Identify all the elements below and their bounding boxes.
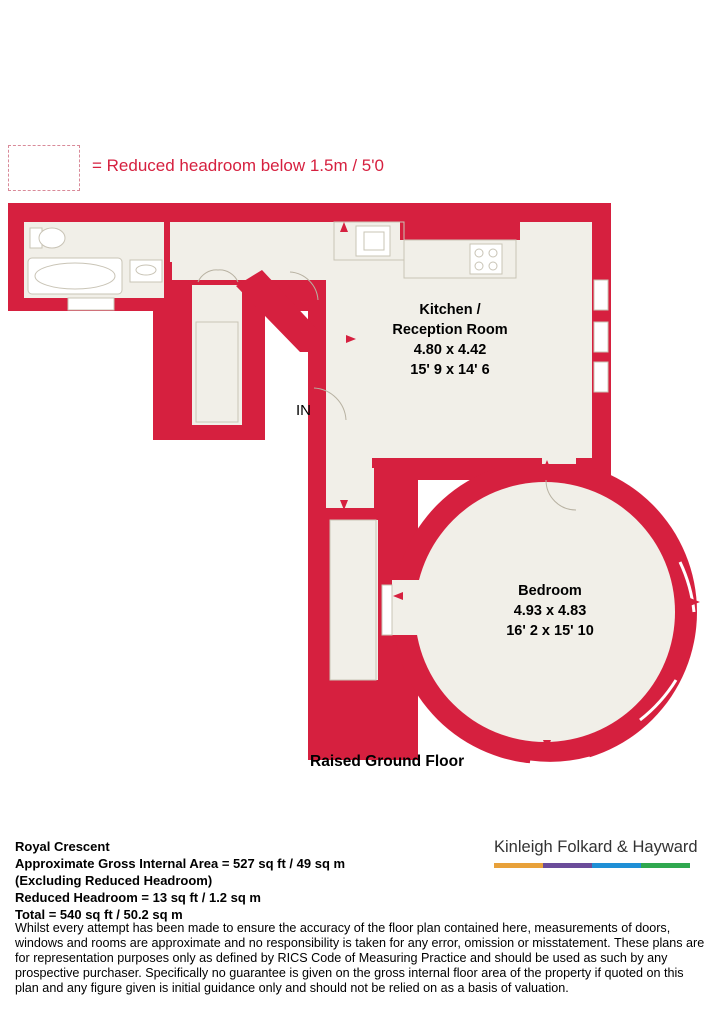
toilet-bowl-icon <box>38 227 66 249</box>
property-name: Royal Crescent <box>15 839 110 854</box>
brand-stripe <box>494 863 543 868</box>
room-name: Bedroom <box>518 583 582 599</box>
room-name: Reception Room <box>392 322 508 338</box>
brand-stripe <box>641 863 690 868</box>
excluding-note: (Excluding Reduced Headroom) <box>15 873 213 888</box>
hallway-floor <box>170 222 330 280</box>
brand-stripe <box>592 863 641 868</box>
hob-icon <box>469 243 503 275</box>
gross-area: Approximate Gross Internal Area = 527 sq… <box>15 856 346 871</box>
partitions <box>164 222 596 468</box>
entrance-label: IN <box>296 402 311 419</box>
room-label-kitchen-reception: Kitchen / Reception Room 4.80 x 4.42 15'… <box>370 300 530 380</box>
disclaimer: Whilst every attempt has been made to en… <box>15 921 705 995</box>
total-area: Total = 540 sq ft / 50.2 sq m <box>15 907 183 922</box>
bay-windows <box>529 561 696 765</box>
wardrobe-unit <box>329 519 377 681</box>
room-metric: 4.93 x 4.83 <box>513 603 587 619</box>
legend-text: = Reduced headroom below 1.5m / 5'0 <box>92 156 384 175</box>
entrance-door-swing <box>313 387 347 421</box>
cupboard-floor <box>192 285 242 425</box>
floor-plan <box>8 203 700 765</box>
room-metric: 4.80 x 4.42 <box>413 342 487 358</box>
floor-title: Raised Ground Floor <box>310 753 465 770</box>
corridor-floor <box>326 240 374 508</box>
door-swings <box>197 269 577 511</box>
reduced-headroom-swatch <box>8 145 80 191</box>
fixtures <box>27 221 609 681</box>
area-summary: Royal Crescent Approximate Gross Interna… <box>15 838 345 923</box>
room-imperial: 16' 2 x 15' 10 <box>506 623 594 639</box>
arrows <box>340 222 700 750</box>
brand-stripe <box>543 863 592 868</box>
room-imperial: 15' 9 x 14' 6 <box>410 362 490 378</box>
room-name: Kitchen / <box>419 302 481 318</box>
reduced-headroom-area: Reduced Headroom = 13 sq ft / 1.2 sq m <box>15 890 261 905</box>
cupboard-shelf <box>195 321 239 423</box>
brand-logo: Kinleigh Folkard & Hayward <box>494 838 698 856</box>
wardrobe-floor <box>330 520 378 680</box>
bedroom-floor <box>415 482 675 742</box>
room-label-bedroom: Bedroom 4.93 x 4.83 16' 2 x 15' 10 <box>465 581 635 641</box>
